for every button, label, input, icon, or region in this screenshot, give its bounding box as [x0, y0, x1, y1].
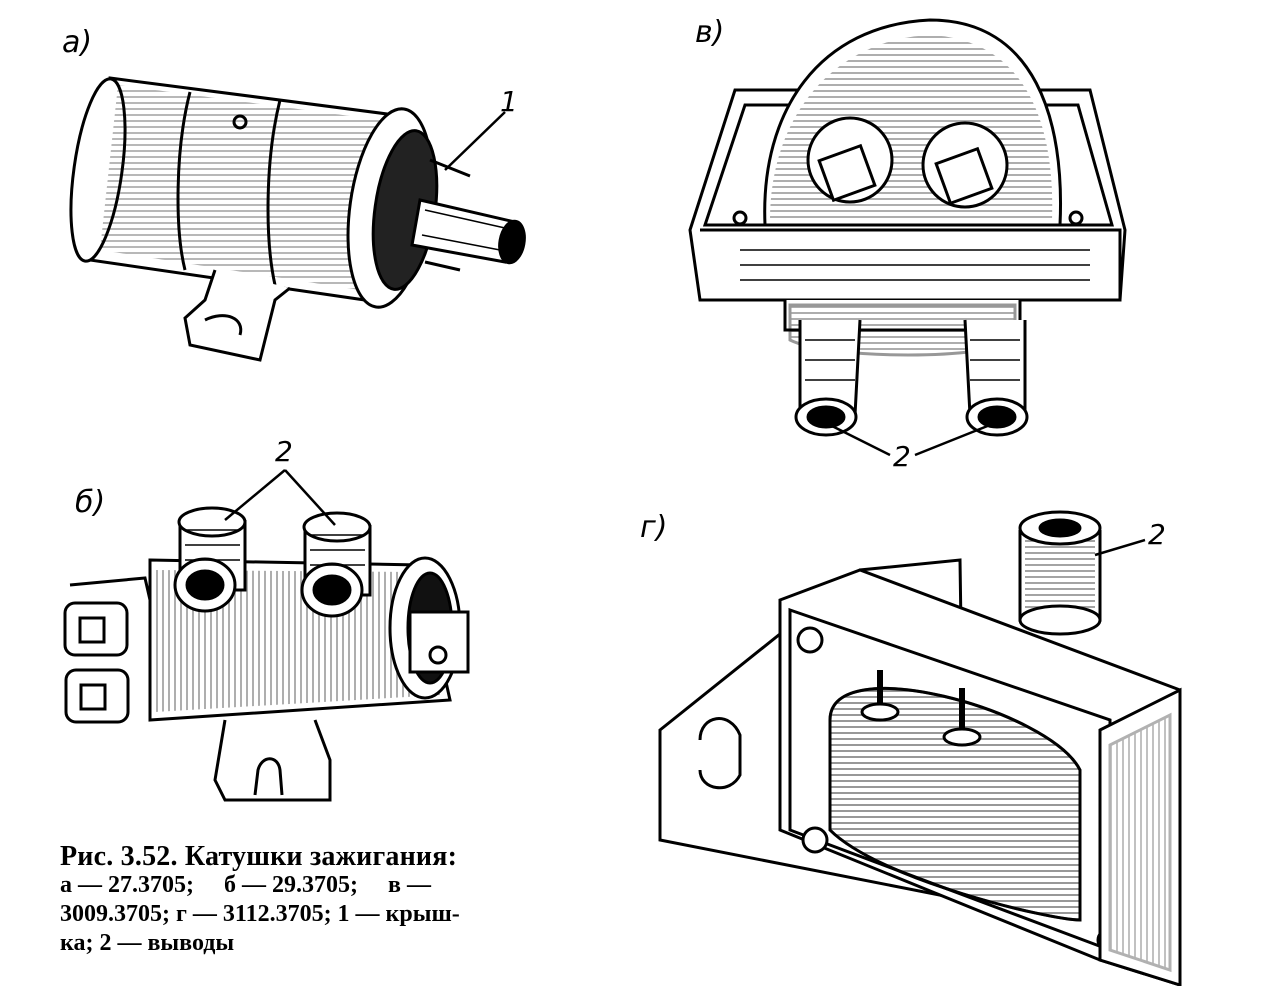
caption-line-2: 3009.3705; г — 3112.3705; 1 — крыш- — [60, 901, 460, 927]
panel-label-g: г) — [640, 510, 668, 545]
figure-caption: Рис. 3.52. Катушки зажигания: а — 27.370… — [60, 842, 580, 958]
coil-g-drawing — [658, 510, 1182, 986]
callout-2-terminal-g: 2 — [1148, 518, 1166, 551]
coil-a-drawing — [69, 76, 526, 362]
panel-label-v: в) — [695, 15, 725, 50]
caption-line-3: ка; 2 — выводы — [60, 930, 235, 956]
callout-1-cap: 1 — [500, 85, 518, 118]
panel-label-a: а) — [62, 25, 93, 60]
caption-title: Рис. 3.52. Катушки зажигания: — [60, 841, 458, 872]
coil-b-drawing — [63, 506, 470, 802]
callout-2-terminals-b: 2 — [275, 435, 293, 468]
panel-label-b: б) — [75, 485, 106, 520]
coil-v-drawing — [688, 18, 1127, 437]
callout-leaders — [224, 111, 1146, 557]
callout-2-terminals-v: 2 — [893, 440, 911, 473]
caption-line-1: а — 27.3705; б — 29.3705; в — — [60, 872, 431, 898]
